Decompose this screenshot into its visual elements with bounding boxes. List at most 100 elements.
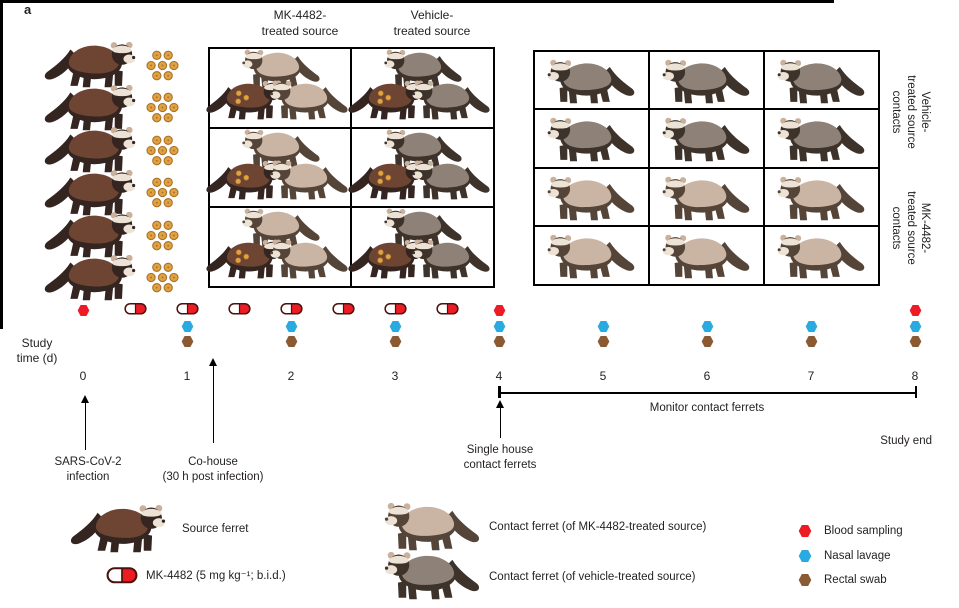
contact-ferret-icon [660, 116, 752, 163]
axis-major-tick [0, 46, 3, 69]
mk4482-capsule-icon [280, 302, 303, 316]
virus-cluster-icon [146, 220, 179, 251]
virus-cluster-icon [146, 92, 179, 123]
axis-day-label: 3 [391, 369, 399, 383]
contact-ferret-icon [268, 79, 350, 121]
panel-label: a [24, 2, 32, 17]
mk4482-capsule-icon [332, 302, 355, 316]
study-end-label: Study end [880, 435, 932, 447]
axis-minor-tick [0, 216, 3, 233]
mk4482-capsule-icon [176, 302, 199, 316]
cohouse-box [208, 206, 353, 288]
legend-nasal-label: Nasal lavage [824, 550, 891, 562]
axis-label: Study time (d) [16, 336, 58, 365]
axis-major-tick [0, 68, 3, 91]
axis-day-label: 5 [599, 369, 607, 383]
cohouse-box [350, 206, 495, 288]
contact-cell [533, 108, 650, 169]
monitor-label: Monitor contact ferrets [649, 402, 765, 414]
contact-ferret-icon [660, 58, 752, 105]
contact-ferret-icon [268, 238, 350, 280]
rectal-swab-icon [389, 335, 402, 348]
axis-day-label: 1 [183, 369, 191, 383]
axis-major-tick [0, 112, 3, 135]
contact-cell [763, 166, 880, 228]
cohouse-label: Co-house (30 h post infection) [162, 456, 264, 483]
axis-day-label: 6 [703, 369, 711, 383]
cohouse-box [208, 126, 353, 209]
rectal-swab-icon [805, 335, 818, 348]
axis-day-label: 8 [911, 369, 919, 383]
contact-cell [648, 166, 765, 228]
axis-major-tick [0, 156, 3, 179]
contact-ferret-icon [268, 159, 350, 201]
rectal-swab-icon [909, 335, 922, 348]
nasal-lavage-icon [181, 320, 194, 333]
legend-blood-label: Blood sampling [824, 525, 903, 537]
infection-arrow [84, 403, 86, 450]
nasal-lavage-icon [909, 320, 922, 333]
axis-minor-tick [0, 200, 3, 217]
contact-ferret-icon [410, 238, 492, 280]
rectal-swab-icon [597, 335, 610, 348]
contact-ferret-icon [775, 58, 867, 105]
contact-ferret-icon [410, 79, 492, 121]
nasal-lavage-icon [493, 320, 506, 333]
nasal-lavage-icon [597, 320, 610, 333]
contact-cell [533, 166, 650, 228]
monitor-bracket-right-cap [914, 386, 917, 398]
virus-cluster-icon [146, 50, 179, 81]
blood-sampling-icon [493, 304, 506, 317]
legend-mk4482-label: MK-4482 (5 mg kg⁻¹; b.i.d.) [146, 570, 286, 582]
axis-line [0, 0, 834, 3]
contact-ferret-icon [660, 233, 752, 280]
cohouse-box [350, 126, 495, 209]
legend-source-ferret-icon [68, 503, 168, 555]
contact-ferret-icon [545, 175, 637, 222]
axis-minor-tick [0, 232, 3, 249]
axis-minor-tick [0, 264, 3, 281]
mk4482-capsule-icon [228, 302, 251, 316]
virus-cluster-icon [146, 177, 179, 208]
rectal-swab-icon [181, 335, 194, 348]
contact-ferret-icon [545, 233, 637, 280]
cohouse-box [350, 47, 495, 129]
nasal-lavage-icon [389, 320, 402, 333]
contact-cell [648, 50, 765, 111]
rectal-swab-icon [493, 335, 506, 348]
legend-rectal-swab-icon [798, 573, 812, 587]
contact-ferret-icon [545, 58, 637, 105]
cohouse-arrow [212, 366, 214, 443]
legend-source-ferret-label: Source ferret [182, 523, 249, 535]
axis-minor-tick [0, 248, 3, 265]
timeline: 0 1 2 3 4 5 6 7 8 [0, 0, 959, 383]
cohouse-box [208, 47, 353, 129]
axis-day-label: 4 [495, 369, 503, 383]
blood-sampling-icon [77, 304, 90, 317]
cohouse-column-header-vehicle: Vehicle- treated source [393, 8, 471, 38]
monitor-bracket-left-cap [498, 386, 501, 398]
axis-day-label: 7 [807, 369, 815, 383]
axis-minor-tick [0, 280, 3, 297]
contact-cell [533, 50, 650, 111]
nasal-lavage-icon [285, 320, 298, 333]
nasal-lavage-icon [805, 320, 818, 333]
infection-arrowhead [80, 395, 89, 403]
axis-major-tick [0, 134, 3, 157]
nasal-lavage-icon [701, 320, 714, 333]
contact-cell [763, 224, 880, 286]
axis-major-tick [0, 24, 3, 47]
single-house-arrowhead [495, 400, 504, 408]
legend-blood-sampling-icon [798, 524, 812, 538]
contact-ferret-icon [775, 116, 867, 163]
mk4482-capsule-icon [436, 302, 459, 316]
contact-cell [763, 50, 880, 111]
axis-major-tick [0, 178, 3, 201]
source-ferret-icon [42, 253, 138, 302]
legend-rectal-label: Rectal swab [824, 574, 887, 586]
axis-day-label: 2 [287, 369, 295, 383]
legend-contact-vehicle-label: Contact ferret (of vehicle-treated sourc… [489, 571, 696, 583]
axis-day-label: 0 [79, 369, 87, 383]
blood-sampling-icon [909, 304, 922, 317]
contact-cell [763, 108, 880, 169]
